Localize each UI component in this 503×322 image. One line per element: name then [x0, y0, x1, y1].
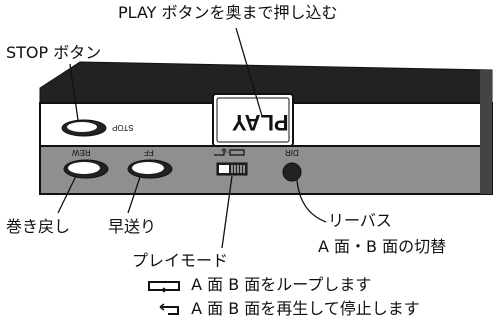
- stop-device-label: STOP: [112, 123, 134, 132]
- mode-loop-text: A 面 B 面をループします: [191, 275, 372, 294]
- rew-device-label: REW: [72, 148, 91, 157]
- reverse-desc-callout: A 面・B 面の切替: [318, 237, 447, 256]
- play-button-callout: PLAY ボタンを奥まで押し込む: [118, 3, 338, 22]
- rew-device-text: REW: [72, 148, 91, 157]
- play-mode-grip: [231, 165, 245, 173]
- play-label: PLAY: [232, 110, 289, 135]
- play-label-text: PLAY: [232, 110, 289, 135]
- ff-device-label: FF: [144, 148, 154, 157]
- panel-loop-icon: [229, 149, 245, 156]
- play-mode-callout: プレイモード: [132, 251, 229, 270]
- ff-device-text: FF: [144, 148, 154, 157]
- stop-device-text: STOP: [112, 123, 134, 132]
- mode-loop-row: A 面 B 面をループします: [146, 276, 371, 294]
- rewind-callout: 巻き戻し: [6, 217, 71, 236]
- stop-button-callout: STOP ボタン: [6, 43, 102, 62]
- dir-device-text: DIR: [285, 148, 299, 157]
- rew-button-highlight: [68, 162, 100, 174]
- panel-one-way-icon: [214, 148, 227, 156]
- loop-icon: [148, 280, 180, 293]
- reverse-callout: リーバス: [328, 211, 392, 230]
- play-button-inner: [216, 97, 290, 143]
- leader-lines: [57, 27, 327, 249]
- mode-stop-text: A 面 B 面を再生して停止します: [191, 299, 420, 318]
- one-way-icon: [159, 302, 179, 315]
- ff-button-highlight: [132, 162, 164, 174]
- dir-knob[interactable]: [282, 162, 302, 182]
- play-button[interactable]: [212, 93, 294, 147]
- fast-forward-callout: 早送り: [108, 217, 157, 236]
- dir-device-label: DIR: [285, 148, 299, 157]
- lower-band: [39, 145, 493, 195]
- stop-button-highlight: [67, 122, 97, 132]
- mode-stop-row: A 面 B 面を再生して停止します: [146, 300, 420, 318]
- play-mode-knob: [219, 165, 229, 173]
- device-side: [480, 70, 492, 194]
